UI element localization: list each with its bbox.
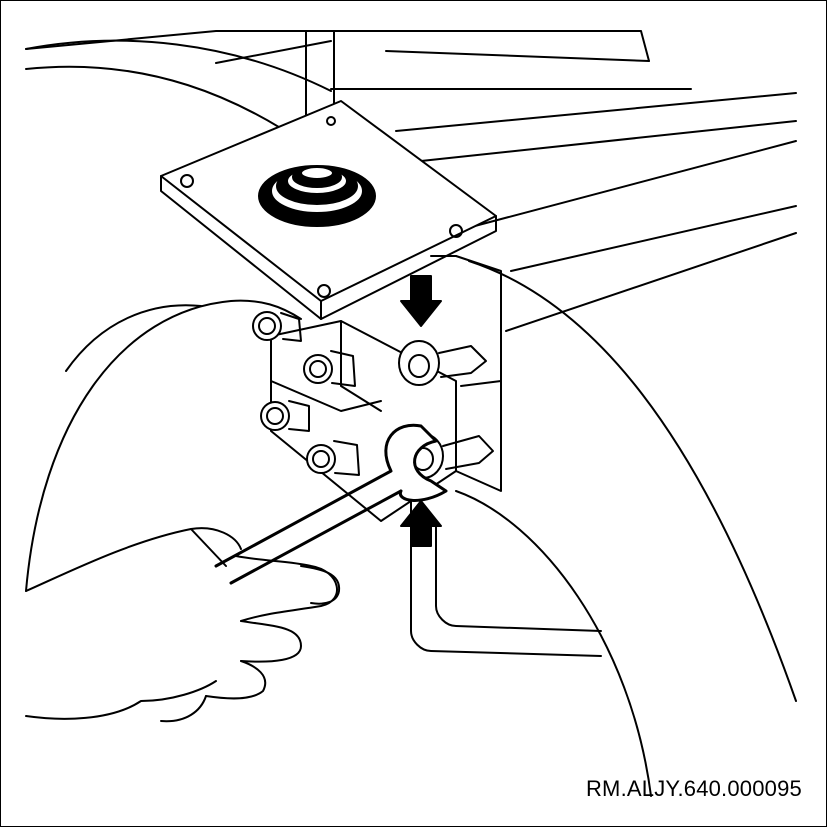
hydraulic-fittings xyxy=(252,311,494,479)
open-end-wrench xyxy=(214,423,448,585)
arrow-up-icon xyxy=(400,500,442,547)
figure-reference-code: RM.ALJY.640.000095 xyxy=(585,776,802,801)
rubber-boot xyxy=(258,165,376,227)
fitting-3 xyxy=(260,400,310,432)
fitting-4 xyxy=(306,440,360,476)
arrow-down-icon xyxy=(400,275,442,327)
background-body-lines xyxy=(25,30,797,332)
valve-block xyxy=(270,255,502,522)
hand xyxy=(25,527,341,723)
fitting-5-upper-right xyxy=(398,340,487,386)
left-curved-panel xyxy=(25,65,302,592)
indicator-arrows xyxy=(400,275,442,547)
fitting-1 xyxy=(252,311,302,342)
fender-arch xyxy=(455,260,797,797)
fitting-2 xyxy=(303,350,356,387)
hydraulic-hose xyxy=(410,500,602,657)
